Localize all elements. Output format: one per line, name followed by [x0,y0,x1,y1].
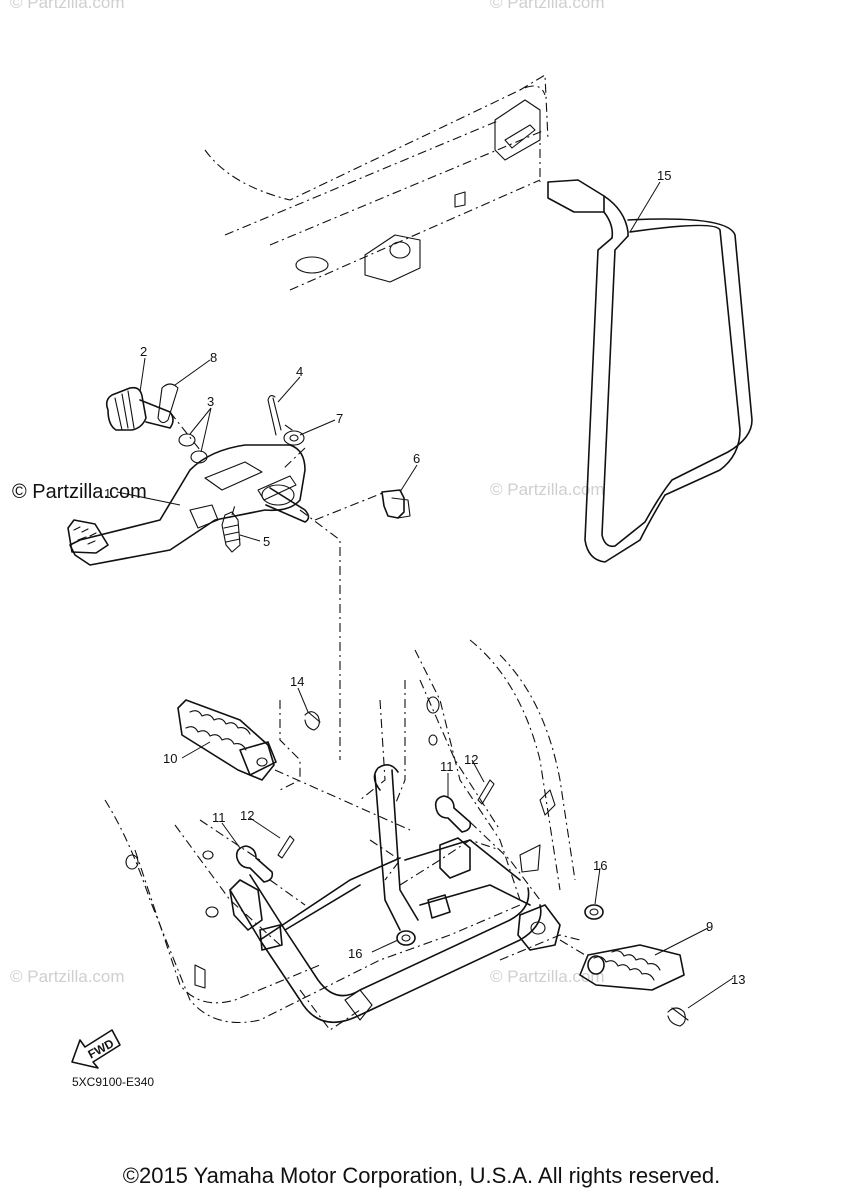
watermark-bottom-left: © Partzilla.com [10,967,125,986]
watermark-mid-right: © Partzilla.com [490,480,605,499]
pivot-hardware [235,779,541,906]
callout-labels: 2 8 3 4 7 6 5 1 15 14 10 11 12 11 12 16 … [104,168,745,987]
callout-6: 6 [413,451,420,466]
main-frame-phantom [104,639,581,1031]
callout-16-right: 16 [593,858,607,873]
brand-watermark: © Partzilla.com [12,481,147,503]
callout-11-upper: 11 [440,759,454,774]
watermarks: © Partzilla.com © Partzilla.com © Partzi… [10,0,605,986]
watermark-bottom-right: © Partzilla.com [490,967,605,986]
callout-13: 13 [731,972,745,987]
callout-7: 7 [336,411,343,426]
brake-pedal-assembly [67,383,411,760]
callout-16-left: 16 [348,946,362,961]
leader-lines [116,181,734,1009]
watermark-top-right: © Partzilla.com [490,0,605,12]
fwd-arrow: FWD [71,1029,121,1069]
callout-3: 3 [207,394,214,409]
callout-14: 14 [290,674,304,689]
copyright-notice: ©2015 Yamaha Motor Corporation, U.S.A. A… [122,1163,721,1188]
callout-4: 4 [296,364,303,379]
callout-8: 8 [210,350,217,365]
right-footrest [396,904,689,1027]
callout-9: 9 [706,919,713,934]
rear-frame-phantom [204,74,549,291]
callout-12-lower: 12 [240,808,254,823]
callout-11-lower: 11 [212,810,226,825]
callout-10: 10 [163,751,177,766]
callout-1: 1 [104,486,111,501]
callout-5: 5 [263,534,270,549]
callout-15: 15 [657,168,671,183]
watermark-top-left: © Partzilla.com [10,0,125,12]
diagram-code: 5XC9100-E340 [72,1075,154,1089]
callout-2: 2 [140,344,147,359]
left-footrest [177,699,411,831]
callout-12-upper: 12 [464,752,478,767]
rear-stand [539,130,753,563]
